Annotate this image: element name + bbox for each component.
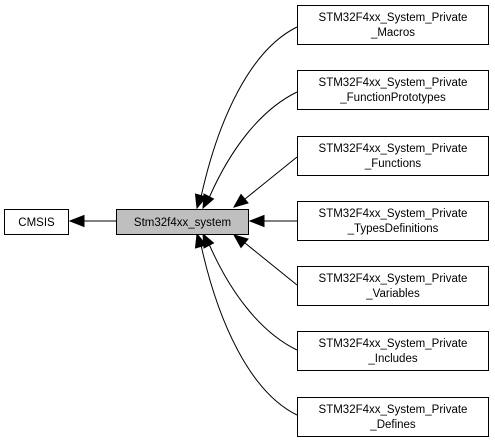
edge-child-function-prototypes — [208, 91, 298, 199]
node-child-defines-line1: STM32F4xx_System_Private — [319, 404, 468, 416]
node-current-stm32f4xx-system: Stm32f4xx_system — [116, 209, 249, 235]
node-child-function-prototypes[interactable]: STM32F4xx_System_Private _FunctionProtot… — [297, 70, 489, 110]
node-cmsis[interactable]: CMSIS — [4, 209, 69, 235]
edge-child-functions — [244, 156, 298, 200]
node-child-macros[interactable]: STM32F4xx_System_Private _Macros — [297, 5, 489, 45]
node-child-types-definitions-line1: STM32F4xx_System_Private — [319, 208, 468, 220]
node-child-macros-line2: _Macros — [370, 27, 415, 39]
node-child-variables-line2: _Variables — [365, 288, 420, 300]
node-child-includes-line2: _Includes — [367, 353, 417, 365]
node-child-functions-line2: _Functions — [364, 158, 422, 170]
node-child-includes[interactable]: STM32F4xx_System_Private _Includes — [297, 331, 489, 371]
node-child-variables-line1: STM32F4xx_System_Private — [319, 273, 468, 285]
node-child-functions[interactable]: STM32F4xx_System_Private _Functions — [297, 136, 489, 176]
edge-child-types-definitions-arrowhead — [248, 214, 265, 228]
node-child-defines-box — [297, 397, 489, 437]
node-child-variables[interactable]: STM32F4xx_System_Private _Variables — [297, 266, 489, 306]
node-child-macros-line1: STM32F4xx_System_Private — [319, 12, 468, 24]
node-child-functions-line1: STM32F4xx_System_Private — [319, 143, 468, 155]
node-cmsis-box — [4, 209, 69, 235]
node-child-variables-box — [297, 266, 489, 306]
node-child-defines-line2: _Defines — [369, 419, 416, 431]
edge-child-variables-arrowhead — [232, 234, 249, 249]
node-child-defines[interactable]: STM32F4xx_System_Private _Defines — [297, 397, 489, 437]
node-child-includes-line1: STM32F4xx_System_Private — [319, 338, 468, 350]
node-child-function-prototypes-line2: _FunctionPrototypes — [339, 92, 446, 104]
node-child-types-definitions-box — [297, 201, 489, 241]
node-child-function-prototypes-line1: STM32F4xx_System_Private — [319, 77, 468, 89]
edges — [68, 26, 298, 416]
node-child-types-definitions-line2: _TypesDefinitions — [347, 223, 439, 235]
node-child-functions-box — [297, 136, 489, 176]
node-cmsis-label: CMSIS — [18, 217, 55, 229]
node-current-box — [116, 209, 249, 235]
edge-child-includes — [208, 243, 298, 351]
edge-child-functions-arrowhead — [232, 193, 249, 208]
node-current-label: Stm32f4xx_system — [134, 217, 231, 229]
edge-child-defines-arrowhead — [194, 232, 207, 249]
edge-child-function-prototypes-arrowhead — [202, 193, 215, 210]
edge-current-to-parent-arrowhead — [68, 214, 85, 228]
edge-child-variables — [244, 242, 298, 286]
node-child-includes-box — [297, 331, 489, 371]
node-child-types-definitions[interactable]: STM32F4xx_System_Private _TypesDefinitio… — [297, 201, 489, 241]
node-child-function-prototypes-box — [297, 70, 489, 110]
edge-child-macros — [200, 26, 298, 198]
edge-child-defines — [200, 244, 298, 416]
node-child-macros-box — [297, 5, 489, 45]
